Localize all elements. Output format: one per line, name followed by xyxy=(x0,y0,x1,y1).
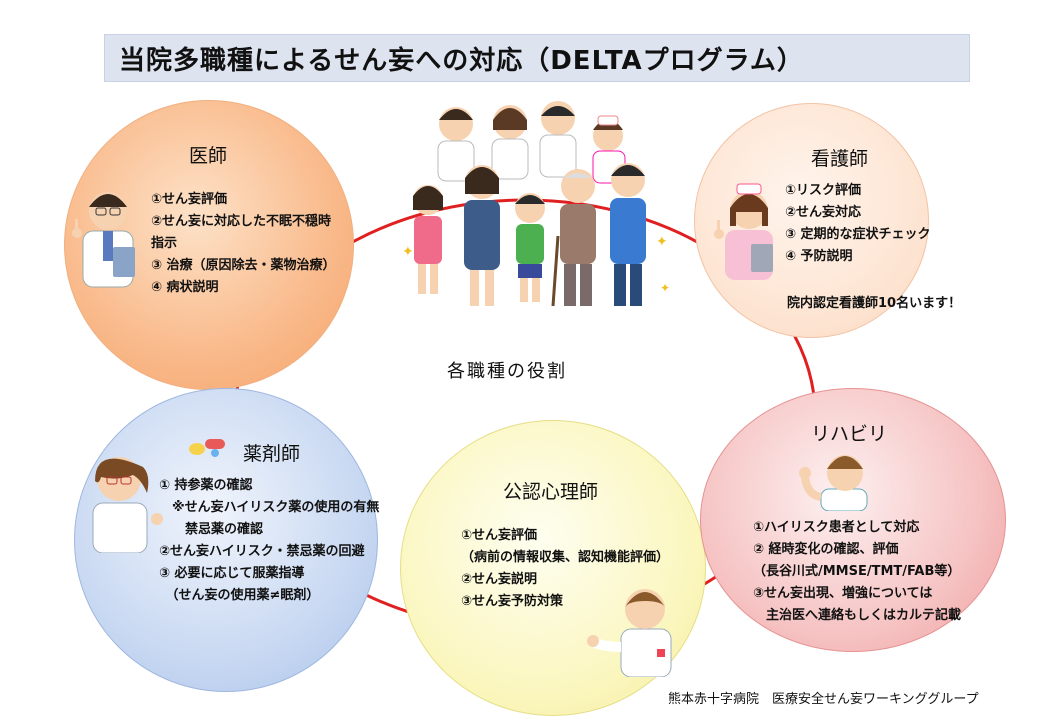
nurse-pointing-icon xyxy=(714,183,773,280)
role-title-doctor: 医師 xyxy=(189,145,228,167)
footer-credit: 熊本赤十字病院 医療安全せん妄ワーキンググループ xyxy=(668,692,979,707)
list-item: （せん妄の使用薬≠眠剤） xyxy=(159,588,320,603)
role-title-psychologist: 公認心理師 xyxy=(503,481,599,503)
list-item: ②せん妄ハイリスク・禁忌薬の回避 xyxy=(159,544,365,559)
list-item: ② 経時変化の確認、評価 xyxy=(753,542,899,557)
list-item: ① 持参薬の確認 xyxy=(159,478,253,493)
list-item: ②せん妄説明 xyxy=(461,572,538,587)
list-item: ②せん妄に対応した不眠不穏時 xyxy=(151,214,332,229)
list-item: ③ 定期的な症状チェック xyxy=(785,227,931,242)
page-title: 当院多職種によるせん妄への対応（DELTAプログラム） xyxy=(119,45,804,76)
role-items-pharmacist: ① 持参薬の確認 ※せん妄ハイリスク薬の使用の有無 禁忌薬の確認 ②せん妄ハイリ… xyxy=(159,475,379,607)
list-item: ④ 予防説明 xyxy=(785,249,853,264)
list-item: （長谷川式/MMSE/TMT/FAB等） xyxy=(753,564,961,579)
role-title-pharmacist: 薬剤師 xyxy=(243,443,301,465)
svg-text:✦: ✦ xyxy=(656,234,668,250)
role-items-psychologist: ①せん妄評価 （病前の情報収集、認知機能評価） ②せん妄説明 ③せん妄予防対策 xyxy=(461,525,669,613)
list-item: ③ 治療（原因除去・薬物治療） xyxy=(151,258,336,273)
list-item: ③せん妄出現、増強については xyxy=(753,586,933,601)
list-item: 主治医へ連絡もしくはカルテ記載 xyxy=(753,608,962,623)
list-item: 指示 xyxy=(151,236,178,251)
role-title-rehab: リハビリ xyxy=(811,423,888,445)
medical-team-and-family-icon: ✦ ✦ ✦ xyxy=(402,101,670,307)
role-circle-nurse: 看護師 ①リスク評価 ②せん妄対応 ③ 定期的な症状チェック ④ 予防説明 院内… xyxy=(694,103,961,338)
list-item: ③せん妄予防対策 xyxy=(461,594,564,609)
female-pharmacist-icon xyxy=(92,457,163,553)
role-items-nurse: ①リスク評価 ②せん妄対応 ③ 定期的な症状チェック ④ 予防説明 xyxy=(785,180,931,268)
list-item: 禁忌薬の確認 xyxy=(159,522,264,537)
svg-text:✦: ✦ xyxy=(402,244,414,260)
role-circle-rehab: リハビリ ①ハイリスク患者として対応 ② 経時変化の確認、評価 （長谷川式/MM… xyxy=(700,388,1006,652)
role-circle-psychologist: 公認心理師 ①せん妄評価 （病前の情報収集、認知機能評価） ②せん妄説明 ③せん… xyxy=(400,420,706,716)
title-bar: 当院多職種によるせん妄への対応（DELTAプログラム） xyxy=(104,34,970,82)
list-item: ①せん妄評価 xyxy=(151,192,228,207)
pills-icon xyxy=(189,439,225,457)
list-item: ※せん妄ハイリスク薬の使用の有無 xyxy=(159,500,380,515)
list-item: ④ 病状説明 xyxy=(151,280,219,295)
list-item: ①リスク評価 xyxy=(785,183,862,198)
list-item: ①せん妄評価 xyxy=(461,528,538,543)
list-item: （病前の情報収集、認知機能評価） xyxy=(461,550,670,565)
svg-text:✦: ✦ xyxy=(660,281,670,295)
therapist-flexing-icon xyxy=(799,455,868,511)
list-item: ③ 必要に応じて服薬指導 xyxy=(159,566,305,581)
nurse-note: 院内認定看護師10名います！ xyxy=(787,296,962,311)
role-circle-pharmacist: 薬剤師 ① 持参薬の確認 ※せん妄ハイリスク薬の使用の有無 禁忌薬の確認 ②せん… xyxy=(74,388,379,692)
center-label: 各職種の役割 xyxy=(447,361,567,382)
role-items-rehab: ①ハイリスク患者として対応 ② 経時変化の確認、評価 （長谷川式/MMSE/TM… xyxy=(753,517,961,627)
role-items-doctor: ①せん妄評価 ②せん妄に対応した不眠不穏時 指示 ③ 治療（原因除去・薬物治療）… xyxy=(151,189,336,299)
psychologist-presenting-icon xyxy=(587,589,672,677)
role-title-nurse: 看護師 xyxy=(811,148,869,170)
male-doctor-pointing-icon xyxy=(72,192,135,288)
role-circle-doctor: 医師 ①せん妄評価 ②せん妄に対応した不眠不穏時 指示 ③ 治療（原因除去・薬物… xyxy=(64,100,354,390)
list-item: ①ハイリスク患者として対応 xyxy=(753,520,920,535)
list-item: ②せん妄対応 xyxy=(785,205,862,220)
